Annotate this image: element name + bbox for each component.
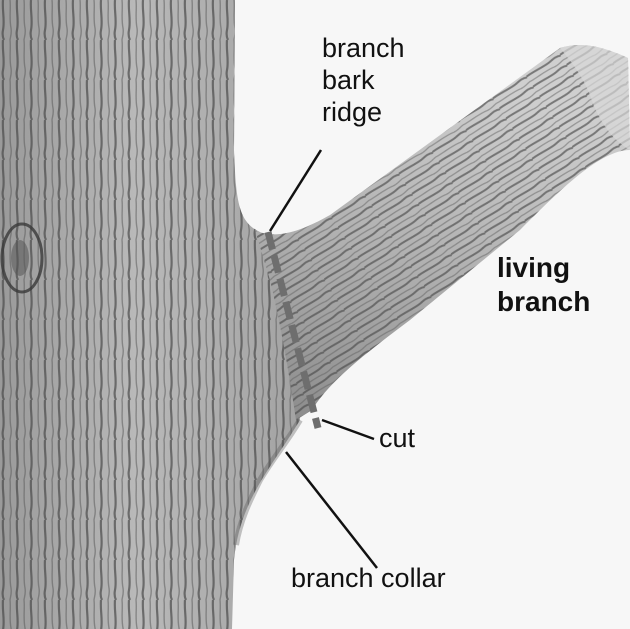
- branch-collar: [233, 418, 303, 546]
- label-line: bark: [322, 65, 375, 95]
- cut-label: cut: [379, 423, 416, 453]
- living-branch: [255, 45, 630, 421]
- living-branch-label: living branch: [497, 251, 590, 319]
- label-line: branch: [497, 286, 591, 317]
- label-line: living: [497, 252, 571, 283]
- leader-line-cut: [321, 418, 375, 441]
- label-line: branch: [322, 33, 405, 63]
- branch-bark-ridge-label: branch bark ridge: [322, 32, 405, 128]
- leader-line-ridge: [268, 149, 323, 232]
- label-line: ridge: [322, 97, 383, 127]
- cut-line: [264, 231, 322, 429]
- trunk: [0, 0, 300, 629]
- branch-collar-label: branch collar: [291, 563, 446, 593]
- leader-line-collar: [285, 451, 378, 569]
